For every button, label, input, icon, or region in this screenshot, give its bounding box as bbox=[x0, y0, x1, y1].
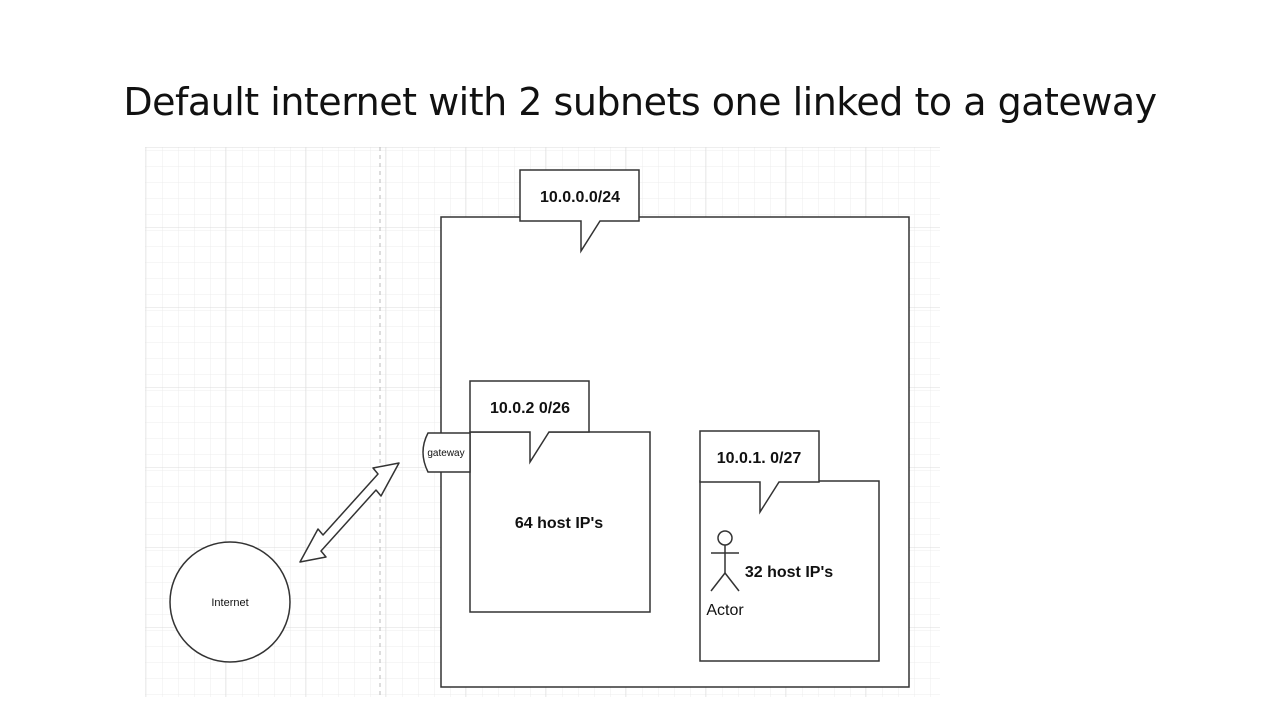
gateway-label: gateway bbox=[427, 448, 464, 459]
subnet-b-cidr: 10.0.1. 0/27 bbox=[717, 450, 802, 467]
gateway-node[interactable]: gateway bbox=[422, 432, 471, 473]
subnet-b-box[interactable] bbox=[699, 480, 880, 662]
slide-title: Default internet with 2 subnets one link… bbox=[123, 80, 1157, 124]
internet-node[interactable]: Internet bbox=[169, 541, 291, 663]
internet-label: Internet bbox=[211, 597, 248, 609]
actor-label: Actor bbox=[706, 602, 744, 619]
subnet-a-cidr: 10.0.2 0/26 bbox=[490, 400, 570, 417]
bidirectional-arrow-icon[interactable] bbox=[299, 462, 400, 563]
subnet-b-callout[interactable]: 10.0.1. 0/27 bbox=[699, 430, 820, 515]
subnet-b-hosts: 32 host IP's bbox=[745, 564, 833, 581]
subnet-a-callout[interactable]: 10.0.2 0/26 bbox=[469, 380, 590, 465]
actor-icon[interactable] bbox=[710, 530, 740, 592]
outer-subnet-cidr: 10.0.0.0/24 bbox=[540, 189, 620, 206]
outer-subnet-callout[interactable]: 10.0.0.0/24 bbox=[519, 169, 640, 254]
subnet-a-box[interactable] bbox=[469, 431, 651, 613]
subnet-a-hosts: 64 host IP's bbox=[515, 515, 603, 532]
